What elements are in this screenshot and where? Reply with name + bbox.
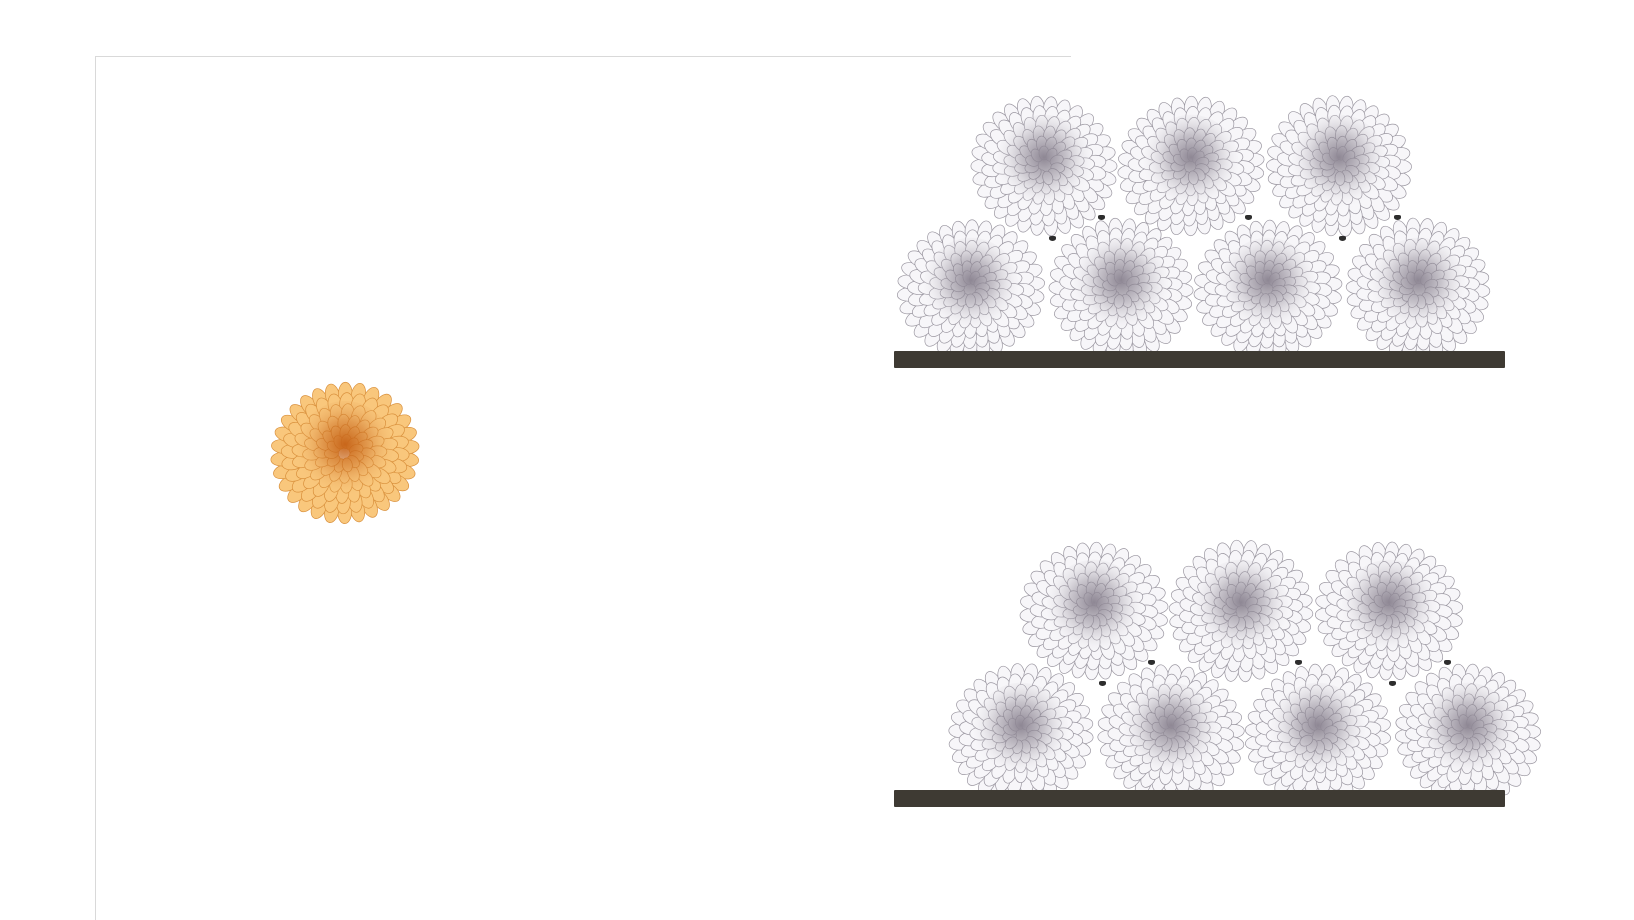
white-chrysanthemum-icon — [1314, 541, 1464, 681]
bottom-shelf-flower — [1013, 536, 1175, 686]
bottom-shelf-flower — [1237, 659, 1399, 809]
stem-shadow — [1389, 681, 1396, 686]
white-chrysanthemum-icon — [1019, 541, 1169, 681]
top-shelf-flower — [1040, 214, 1202, 364]
white-chrysanthemum-icon — [1266, 95, 1412, 237]
white-chrysanthemum-icon — [1244, 663, 1391, 805]
stem-shadow — [1049, 236, 1056, 241]
white-chrysanthemum-icon — [1193, 219, 1343, 359]
stem-shadow — [1245, 215, 1252, 220]
stem-shadow — [1098, 215, 1105, 220]
white-chrysanthemum-icon — [970, 95, 1118, 237]
white-chrysanthemum-icon — [1345, 217, 1491, 361]
white-chrysanthemum-icon — [1168, 539, 1314, 683]
top-shelf-flower — [1110, 91, 1272, 241]
top-shelf-board — [894, 351, 1505, 368]
stem-shadow — [1339, 236, 1346, 241]
stem-shadow — [1295, 660, 1302, 665]
stem-shadow — [1148, 660, 1155, 665]
white-chrysanthemum-icon — [1395, 663, 1542, 805]
bottom-shelf-flower — [1090, 659, 1252, 809]
orange-chrysanthemum-icon — [270, 381, 420, 524]
draggable-orange-chrysanthemum[interactable] — [262, 373, 428, 533]
bottom-shelf-flower — [1160, 536, 1322, 686]
bottom-shelf-flower — [940, 659, 1102, 809]
play-area — [95, 56, 1071, 920]
top-shelf-flower — [890, 214, 1052, 364]
top-shelf-flower — [963, 91, 1125, 241]
white-chrysanthemum-icon — [896, 219, 1045, 359]
top-shelf-flower — [1187, 214, 1349, 364]
stem-shadow — [1444, 660, 1451, 665]
bottom-shelf-flower — [1387, 659, 1549, 809]
stem-shadow — [1099, 681, 1106, 686]
top-shelf-flower — [1337, 214, 1499, 364]
white-chrysanthemum-icon — [948, 663, 1094, 805]
white-chrysanthemum-icon — [1097, 664, 1245, 804]
top-shelf-flower — [1258, 91, 1420, 241]
stem-shadow — [1394, 215, 1401, 220]
white-chrysanthemum-icon — [1048, 217, 1194, 361]
white-chrysanthemum-icon — [1117, 95, 1265, 237]
bottom-shelf-board — [894, 790, 1505, 807]
bottom-shelf-flower — [1308, 536, 1470, 686]
